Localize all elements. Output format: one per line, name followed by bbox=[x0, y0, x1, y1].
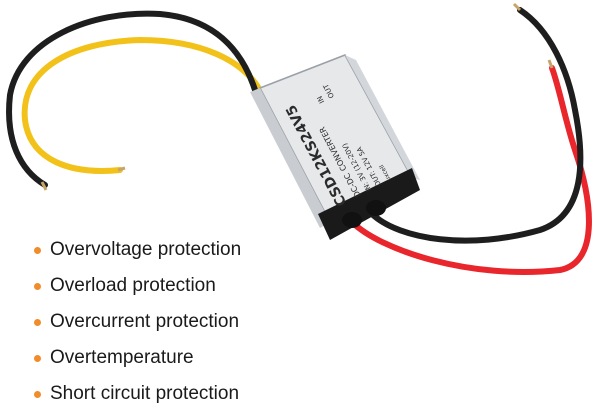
feature-list: Overvoltage protection Overload protecti… bbox=[34, 232, 241, 412]
black-wire-right-tip bbox=[512, 2, 522, 12]
feature-label: Overcurrent protection bbox=[50, 311, 240, 332]
converter-module: CSD12KS24V5 DC-DC CONVERTER IN: 3V (12-2… bbox=[250, 54, 420, 240]
feature-label: Short circuit protection bbox=[50, 383, 240, 404]
feature-item: Overvoltage protection bbox=[34, 232, 241, 268]
in-mark: IN bbox=[316, 94, 326, 104]
yellow-wire-tip bbox=[117, 166, 126, 172]
feature-label: Overvoltage protection bbox=[50, 239, 242, 260]
red-wire-tip bbox=[547, 59, 554, 69]
bullet-icon bbox=[34, 318, 41, 326]
red-wire bbox=[349, 65, 592, 275]
black-wire-left bbox=[6, 10, 261, 188]
bullet-icon bbox=[34, 390, 41, 398]
black-wire-tip bbox=[40, 181, 48, 191]
yellow-wire bbox=[21, 36, 265, 174]
bullet-icon bbox=[34, 246, 41, 254]
feature-item: Short circuit protection bbox=[34, 376, 241, 412]
feature-label: Overload protection bbox=[50, 275, 216, 296]
feature-item: Overtemperature bbox=[34, 340, 241, 376]
feature-item: Overload protection bbox=[34, 268, 241, 304]
feature-item: Overcurrent protection bbox=[34, 304, 241, 340]
feature-label: Overtemperature bbox=[50, 347, 194, 368]
black-wire-right bbox=[369, 7, 584, 244]
bullet-icon bbox=[34, 354, 41, 362]
bullet-icon bbox=[34, 282, 41, 290]
